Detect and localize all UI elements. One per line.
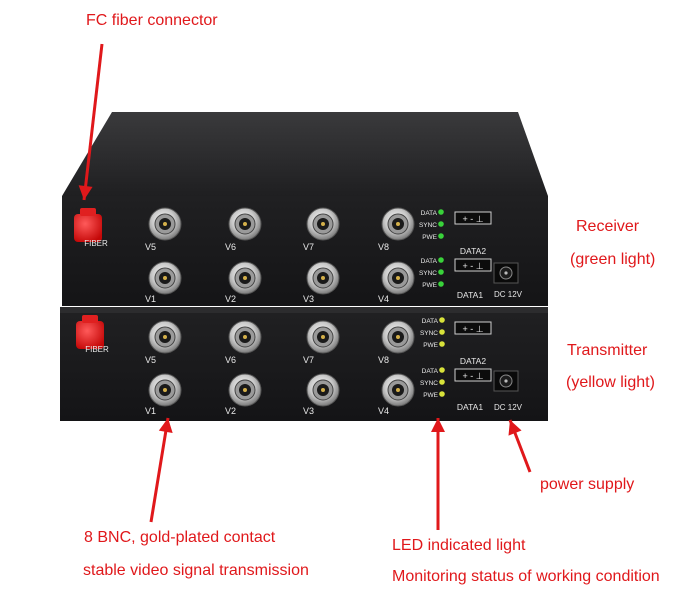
annotation-fc-connector: FC fiber connector [86,12,218,29]
transmitter-port-label: V6 [225,355,236,365]
annotation-bnc-line1: 8 BNC, gold-plated contact [84,529,276,546]
annotation-transmitter: Transmitter [567,342,648,359]
transmitter-bnc-port-v5 [148,320,182,354]
annotation-led-line2: Monitoring status of working condition [392,568,660,585]
transmitter-led-label: DATA [422,368,439,375]
transmitter-port-label: V7 [303,355,314,365]
receiver-port-label: V7 [303,242,314,252]
transmitter-led-indicator [439,379,445,385]
annotation-transmitter-light: (yellow light) [566,374,655,391]
transmitter-terminal-block: + - ⊥ [454,368,492,382]
transmitter-led-label: PWE [423,392,438,399]
transmitter-top-edge [60,307,548,313]
receiver-led-label: DATA [421,258,438,265]
transmitter-led-indicator [439,329,445,335]
receiver-port-label: V6 [225,242,236,252]
transmitter-port-label: V8 [378,355,389,365]
transmitter-bnc-port-v4 [381,373,415,407]
receiver-led-indicator [438,221,444,227]
transmitter-bnc-port-v7 [306,320,340,354]
receiver-led-indicator [438,257,444,263]
transmitter-bnc-port-v8 [381,320,415,354]
transmitter-led-label: SYNC [420,330,438,337]
receiver-bnc-port-v8 [381,207,415,241]
led-arrow [431,418,445,530]
receiver-terminal-block: + - ⊥ [454,211,492,225]
receiver-led-indicator [438,209,444,215]
receiver-terminal-block: + - ⊥ [454,258,492,272]
transmitter-bnc-port-v2 [228,373,262,407]
receiver-port-label: V8 [378,242,389,252]
annotation-receiver: Receiver [576,218,640,235]
transmitter-terminal-block: + - ⊥ [454,321,492,335]
receiver-terminal-symbols: + - ⊥ [462,214,483,224]
receiver-bnc-port-v7 [306,207,340,241]
receiver-led-label: SYNC [419,222,437,229]
receiver-port-label: V4 [378,294,389,304]
transmitter-port-label: V1 [145,406,156,416]
receiver-data1-label: DATA1 [457,290,483,300]
transmitter-bnc-port-v3 [306,373,340,407]
transmitter-dc-power-jack [493,370,519,392]
transmitter-data2-label: DATA2 [460,356,486,366]
transmitter-bnc-port-v6 [228,320,262,354]
receiver-data2-label: DATA2 [460,246,486,256]
receiver-port-label: V1 [145,294,156,304]
transmitter-terminal-symbols: + - ⊥ [462,371,483,381]
transmitter-port-label: V5 [145,355,156,365]
receiver-port-label: V5 [145,242,156,252]
transmitter-dc-label: DC 12V [494,403,523,412]
annotation-receiver-light: (green light) [570,251,656,268]
annotation-power-supply: power supply [540,476,635,493]
receiver-fc-fiber-connector [74,208,102,242]
transmitter-bnc-port-v1 [148,373,182,407]
transmitter-terminal-symbols: + - ⊥ [462,324,483,334]
transmitter-led-label: DATA [422,318,439,325]
receiver-bnc-port-v1 [148,261,182,295]
receiver-led-label: SYNC [419,270,437,277]
receiver-bnc-port-v5 [148,207,182,241]
receiver-led-label: PWE [422,234,437,241]
receiver-led-indicator [438,269,444,275]
transmitter-port-label: V4 [378,406,389,416]
annotation-bnc-line2: stable video signal transmission [83,562,309,579]
bnc-arrow [149,417,173,523]
receiver-port-label: V3 [303,294,314,304]
transmitter-led-indicator [439,391,445,397]
receiver-dc-power-jack [493,262,519,284]
receiver-led-indicator [438,233,444,239]
transmitter-port-label: V2 [225,406,236,416]
annotation-led-line1: LED indicated light [392,537,526,554]
fc-connector-arrow [78,43,104,201]
transmitter-led-indicator [439,317,445,323]
receiver-bnc-port-v3 [306,261,340,295]
transmitter-led-indicator [439,367,445,373]
receiver-port-label: V2 [225,294,236,304]
transmitter-fc-fiber-connector [76,315,104,349]
receiver-fiber-label: FIBER [84,239,108,248]
receiver-terminal-symbols: + - ⊥ [462,261,483,271]
receiver-led-label: PWE [422,282,437,289]
transmitter-data1-label: DATA1 [457,402,483,412]
transmitter-port-label: V3 [303,406,314,416]
receiver-bnc-port-v2 [228,261,262,295]
transmitter-led-indicator [439,341,445,347]
receiver-bnc-port-v4 [381,261,415,295]
transmitter-led-label: SYNC [420,380,438,387]
receiver-top-face [62,112,548,196]
receiver-led-indicator [438,281,444,287]
transmitter-led-label: PWE [423,342,438,349]
transmitter-fiber-label: FIBER [85,345,109,354]
receiver-dc-label: DC 12V [494,290,523,299]
power-supply-arrow [508,419,532,473]
receiver-bnc-port-v6 [228,207,262,241]
receiver-led-label: DATA [421,210,438,217]
